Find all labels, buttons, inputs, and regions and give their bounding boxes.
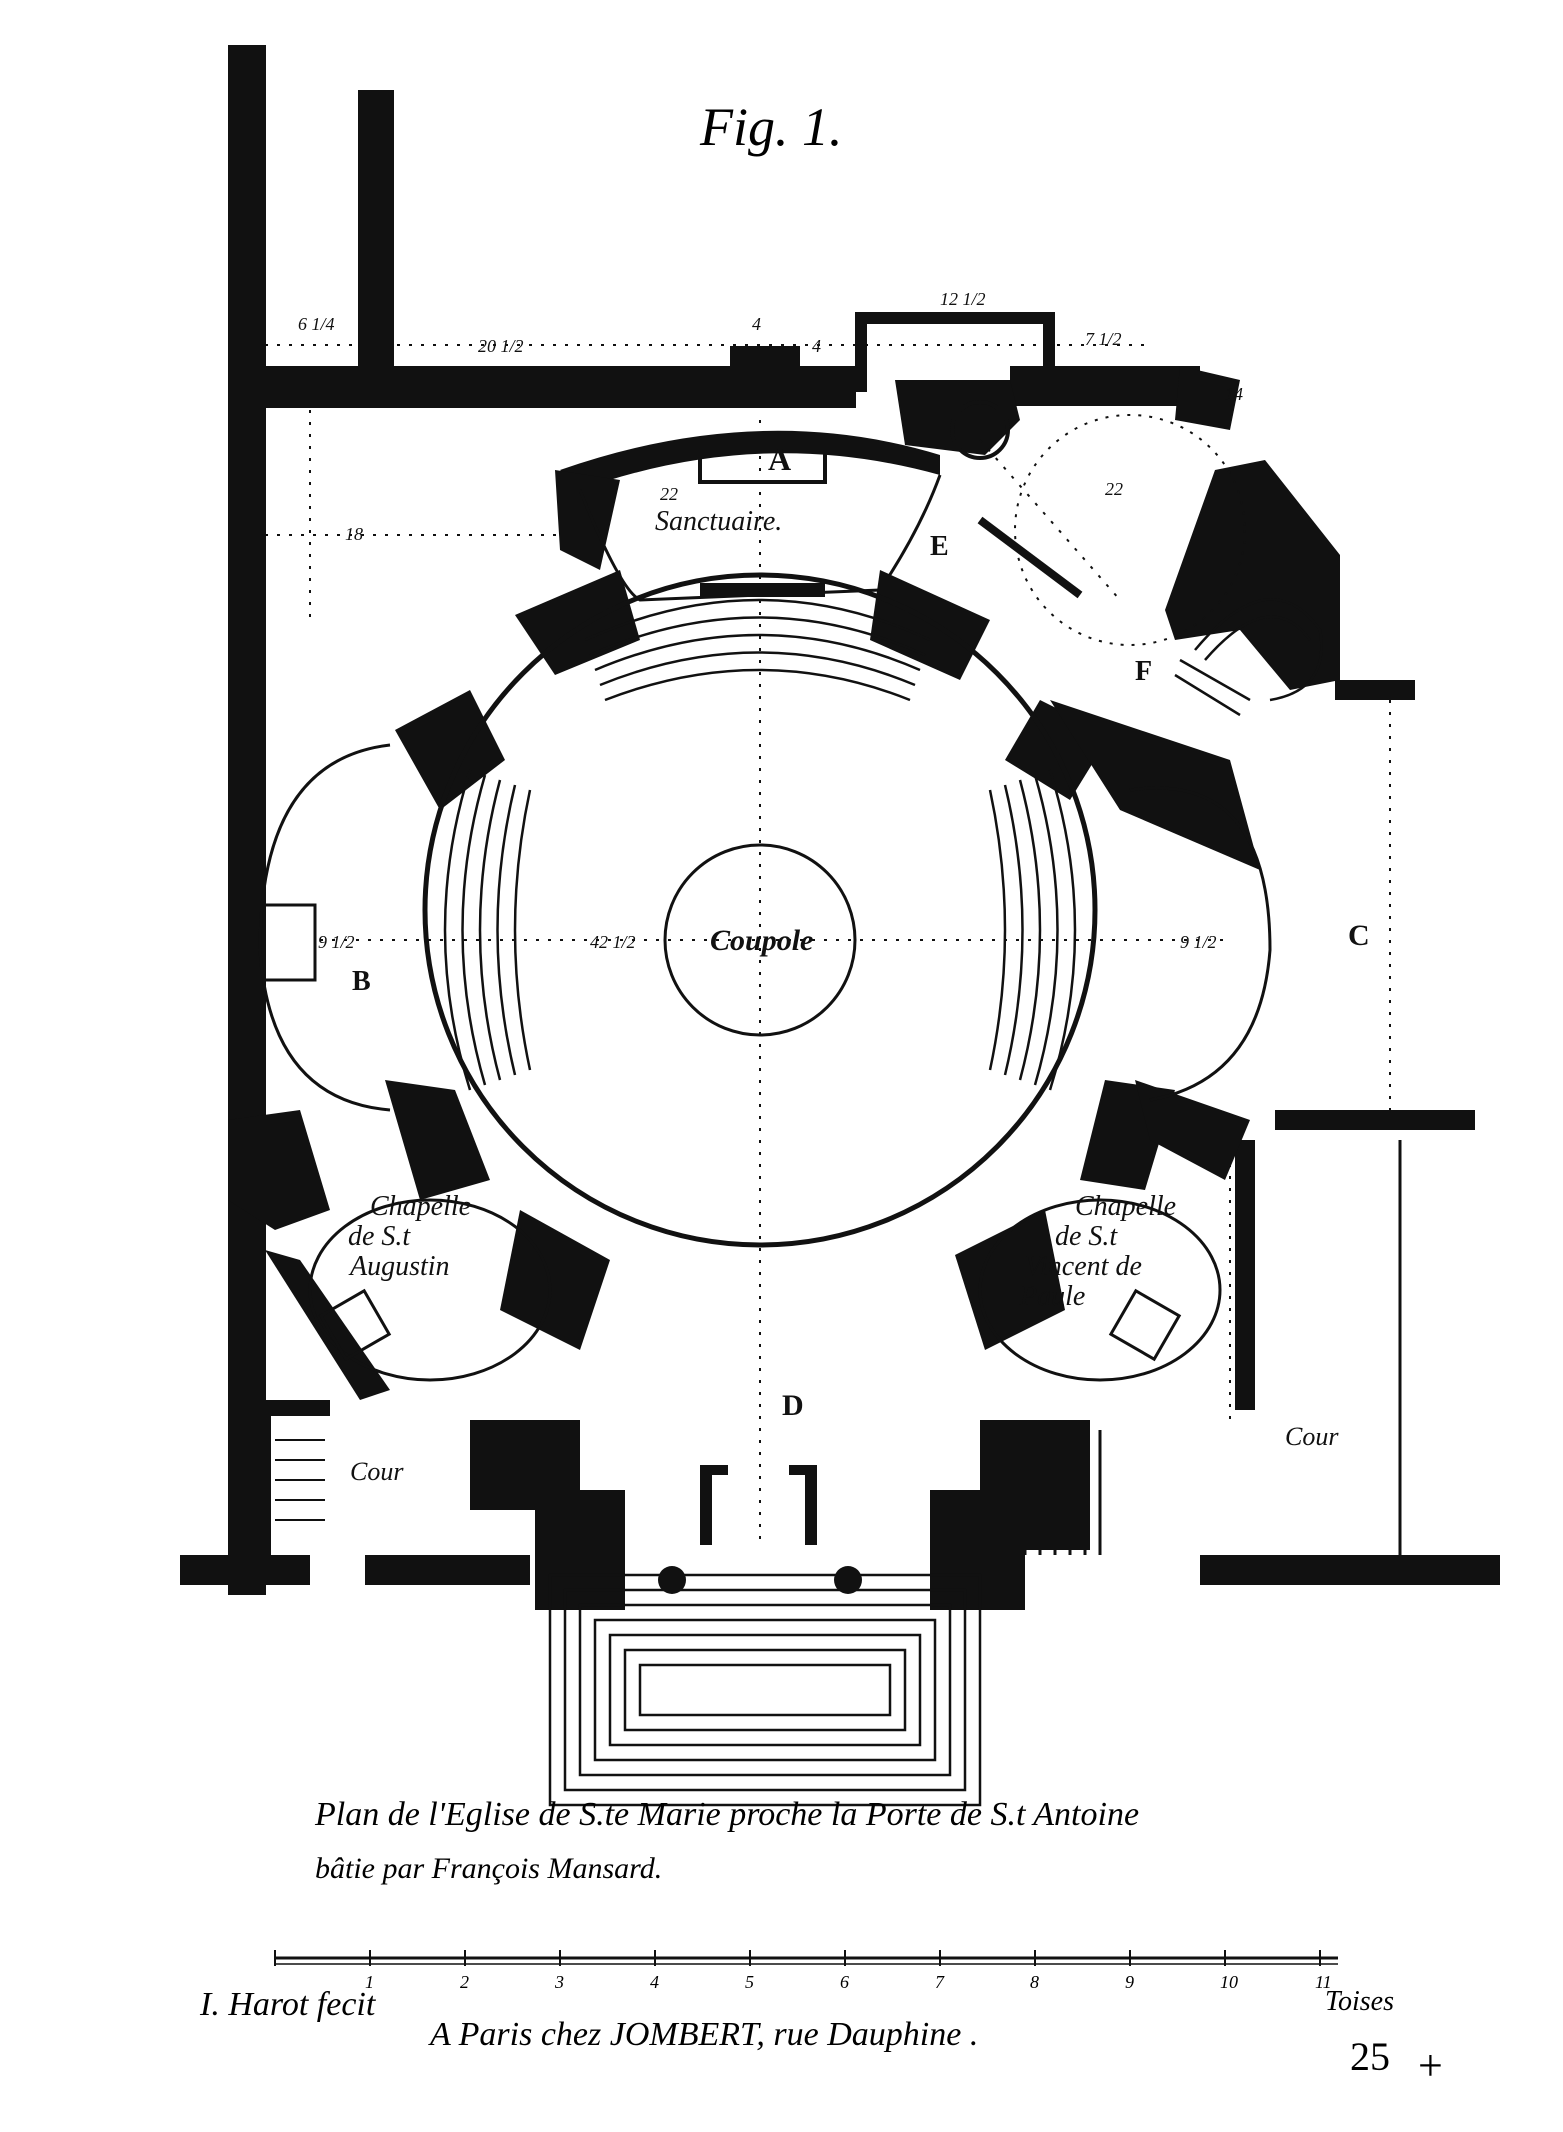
scale-tick-label: 8	[1030, 1972, 1039, 1992]
label-d: D	[782, 1389, 804, 1422]
chapel-b	[243, 743, 391, 1112]
engraver-credit: I. Harot fecit	[199, 1986, 377, 2023]
stair-lower-right	[993, 1430, 1102, 1555]
caption-line2: bâtie par François Mansard.	[315, 1852, 662, 1885]
seating-top	[584, 598, 931, 702]
sacristy-circle	[1014, 414, 1246, 646]
label-b: B	[352, 966, 371, 997]
label-chapelle-right-2: de S.t	[1055, 1221, 1118, 1252]
column-right	[834, 1566, 862, 1594]
publisher-credit: A Paris chez JOMBERT, rue Dauphine .	[428, 2016, 978, 2053]
scale-tick-label: 1	[365, 1972, 374, 1992]
dim-9: 9 1/2	[318, 932, 355, 952]
chapel-vincent	[978, 1198, 1222, 1382]
label-a: A	[768, 441, 791, 477]
label-chapelle-left-3: Augustin	[348, 1251, 450, 1282]
label-coupole: Coupole	[710, 924, 813, 957]
scale-tick-label: 2	[460, 1972, 469, 1992]
scale-tick-label: 11	[1315, 1972, 1332, 1992]
dim-5: 4	[812, 336, 821, 356]
stair-lower-left	[275, 1439, 325, 1521]
label-f: F	[1135, 656, 1152, 687]
seating-right	[988, 769, 1077, 1091]
sanctuary	[555, 430, 942, 602]
label-chapelle-right-4: Paule	[1019, 1281, 1085, 1312]
dim-2: 20 1/2	[478, 336, 524, 356]
dim-7: 42 1/2	[590, 932, 636, 952]
dim-6: 7 1/2	[1085, 329, 1122, 349]
scale-unit: Toises	[1325, 1986, 1394, 2017]
plate-cross: +	[1418, 2041, 1443, 2090]
scale-tick-label: 6	[840, 1972, 849, 1992]
dim-13: 22	[1105, 479, 1123, 499]
label-sanctuaire: Sanctuaire.	[655, 506, 782, 537]
scale-tick-label: 5	[745, 1972, 754, 1992]
axis-lines	[265, 344, 1391, 1540]
caption-line1: Plan de l'Eglise de S.te Marie proche la…	[314, 1796, 1139, 1833]
label-chapelle-right-3: Vincent de	[1025, 1251, 1142, 1282]
scale-tick-label: 3	[554, 1972, 564, 1992]
scale-bar: 1 2 3 4 5 6 7 8 9 10 11	[274, 1950, 1338, 1992]
dim-3: 4	[752, 314, 761, 334]
chapel-augustin	[308, 1198, 552, 1382]
rotunda-outline	[422, 572, 1098, 1248]
dim-11: 22	[660, 484, 678, 504]
label-chapelle-left-2: de S.t	[348, 1221, 411, 1252]
plate-number: 25	[1350, 2034, 1390, 2079]
scale-tick-label: 7	[935, 1972, 945, 1992]
label-chapelle-right-1: Chapelle	[1075, 1191, 1176, 1222]
label-chapelle-left-1: Chapelle	[370, 1191, 471, 1222]
rotunda-piers	[385, 570, 1260, 1350]
entrance-steps	[548, 1573, 982, 1807]
label-c: C	[1348, 919, 1370, 952]
scale-tick-label: 4	[650, 1972, 659, 1992]
label-cour-left: Cour	[350, 1457, 404, 1486]
dim-4: 12 1/2	[940, 289, 986, 309]
seating-left	[443, 769, 532, 1091]
diagonal-wall	[977, 516, 1083, 599]
dim-12: 18	[345, 524, 363, 544]
walls	[180, 45, 1500, 1610]
figure-label: Fig. 1.	[699, 97, 843, 157]
chapel-c	[1129, 786, 1272, 1102]
scale-tick-label: 9	[1125, 1972, 1134, 1992]
label-cour-right: Cour	[1285, 1422, 1339, 1451]
staircase-f	[1174, 598, 1323, 717]
dim-1: 6 1/4	[298, 314, 335, 334]
portal	[700, 1465, 817, 1545]
scale-tick-label: 10	[1220, 1972, 1238, 1992]
column-left	[658, 1566, 686, 1594]
label-e: E	[930, 531, 949, 562]
dim-8: 9 1/2	[1180, 932, 1217, 952]
dim-10: 14	[1225, 384, 1243, 404]
well-circle	[950, 400, 1010, 460]
